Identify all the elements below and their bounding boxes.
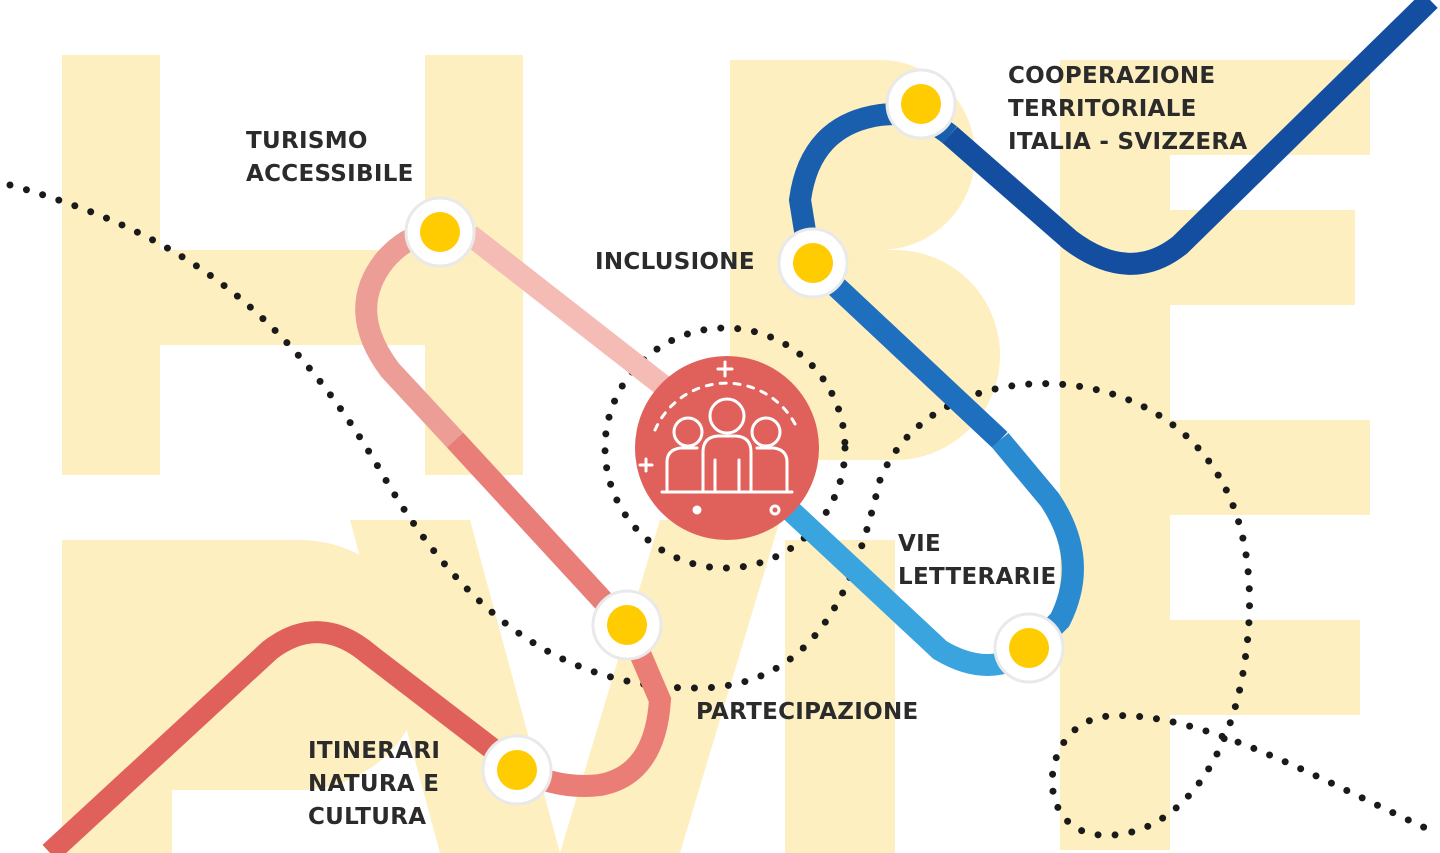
label-turismo: TURISMO ACCESSIBILE	[246, 128, 414, 187]
stop-partecipazione	[591, 589, 663, 661]
label-inclusione: INCLUSIONE	[595, 249, 755, 275]
label-cooperazione: COOPERAZIONE TERRITORIALE ITALIA - SVIZZ…	[1008, 63, 1248, 155]
hub	[635, 356, 819, 540]
stop-itinerari	[481, 734, 553, 806]
label-partecipazione: PARTECIPAZIONE	[696, 699, 919, 725]
stop-turismo	[404, 196, 476, 268]
stop-vie-letterarie	[993, 612, 1065, 684]
label-vie-letterarie: VIE LETTERARIE	[898, 531, 1057, 590]
stop-cooperazione	[885, 68, 957, 140]
group-of-people-icon	[638, 360, 800, 516]
dotted-routes	[6, 181, 1434, 839]
route-stops	[404, 68, 1065, 806]
label-itinerari: ITINERARI NATURA E CULTURA	[308, 738, 441, 830]
stop-inclusione	[777, 227, 849, 299]
